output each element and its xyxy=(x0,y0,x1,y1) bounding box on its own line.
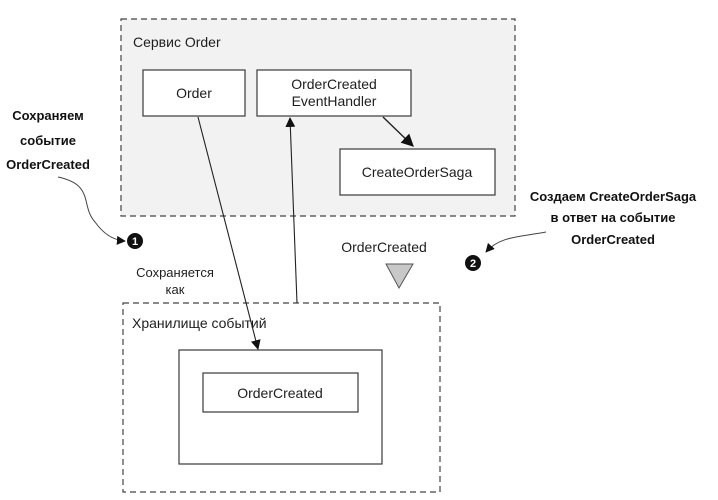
order-label: Order xyxy=(176,85,212,101)
badge-2-icon xyxy=(465,255,481,271)
stored-event-node: OrderCreated xyxy=(202,372,359,413)
annotation-2-line2: в ответ на событие xyxy=(550,210,675,225)
edge-store-to-event-handler xyxy=(285,117,298,304)
saga-node: CreateOrderSaga xyxy=(339,148,496,196)
event-store-title: Хранилище событий xyxy=(132,315,267,331)
annotation-1-line2: событие xyxy=(20,133,76,148)
event-handler-label-line1: OrderCreated xyxy=(291,76,377,92)
annotation-2-line1: Создаем CreateOrderSaga xyxy=(530,189,697,204)
annotation-2-line3: OrderCreated xyxy=(571,232,655,247)
order-service-container: Сервис Order xyxy=(120,18,516,217)
badge-1-icon xyxy=(127,233,143,249)
event-flow-label: OrderCreated xyxy=(341,239,427,255)
saga-box xyxy=(339,148,496,196)
order-node: Order xyxy=(142,69,246,117)
saved-as-label-line1: Сохраняется xyxy=(136,265,214,280)
stored-event-label: OrderCreated xyxy=(237,385,323,401)
order-box xyxy=(142,69,246,117)
annotation-2-pointer xyxy=(485,231,547,253)
edge-order-to-stored-event xyxy=(197,116,261,350)
edge-handler-to-saga xyxy=(382,116,414,147)
event-handler-node: OrderCreated EventHandler xyxy=(256,69,412,117)
event-handler-label-line2: EventHandler xyxy=(292,93,377,109)
order-service-title: Сервис Order xyxy=(133,34,221,50)
saved-as-label-line2: как xyxy=(166,282,185,297)
annotation-2: Создаем CreateOrderSaga в ответ на событ… xyxy=(465,189,697,271)
event-handler-box xyxy=(256,69,412,117)
annotation-1-line3: OrderCreated xyxy=(6,157,90,172)
saga-label: CreateOrderSaga xyxy=(362,164,473,180)
annotation-1-line1: Сохраняем xyxy=(12,108,84,123)
badge-1-number: 1 xyxy=(132,236,138,248)
stored-event-box xyxy=(202,372,359,413)
badge-2-number: 2 xyxy=(470,258,476,270)
annotation-1: Сохраняем событие OrderCreated 1 xyxy=(6,108,143,249)
event-triangle-icon xyxy=(385,263,414,290)
annotation-1-pointer xyxy=(57,176,126,245)
